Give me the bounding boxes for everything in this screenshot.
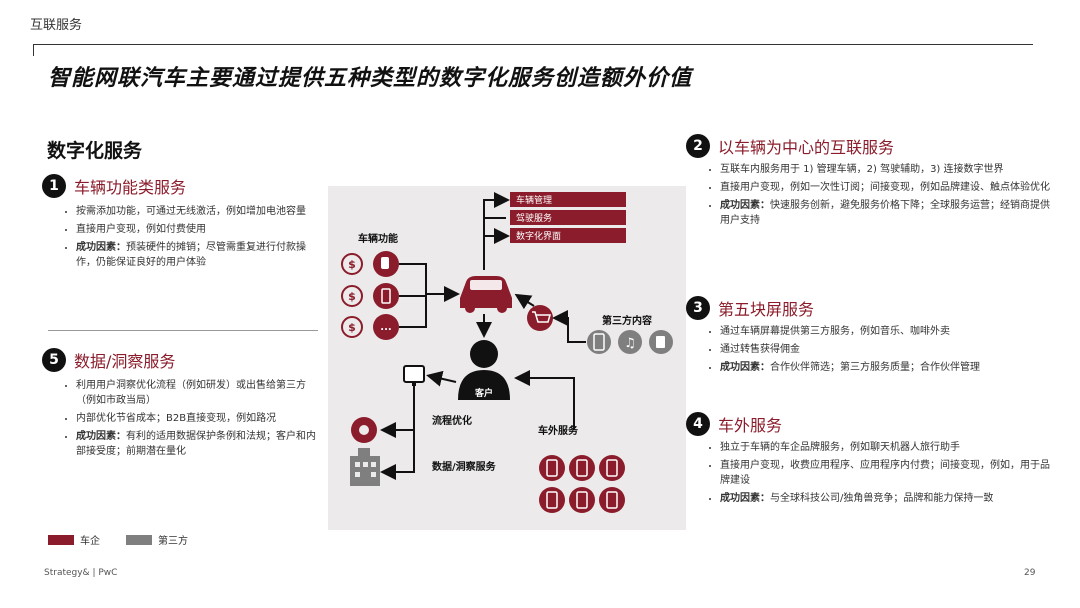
bullet: 互联车内服务用于 1) 管理车辆，2) 驾驶辅助，3) 连接数字世界 — [720, 162, 1050, 177]
dollar-cycle-icon: $ — [341, 253, 363, 275]
section-5: 5 数据/洞察服务 利用用户洞察优化流程（例如研发）或出售给第三方（例如市政当局… — [42, 348, 322, 462]
outside-vehicle-label: 车外服务 — [538, 424, 579, 437]
title-divider-tick — [33, 44, 34, 56]
legend-swatch — [48, 534, 74, 545]
smartphone-icon — [599, 455, 625, 481]
bullet: 成功因素：有利的适用数据保护条例和法规；客户和内部接受度；前期潜在量化 — [76, 429, 322, 459]
menu-item: 数字化界面 — [516, 230, 561, 242]
section-number: 2 — [686, 134, 710, 158]
bullet: 成功因素：与全球科技公司/独角兽竞争；品牌和能力保持一致 — [720, 491, 1050, 506]
section-2: 2 以车辆为中心的互联服务 互联车内服务用于 1) 管理车辆，2) 驾驶辅助，3… — [686, 134, 1050, 231]
success-factor-text: 预装硬件的摊销；尽管需重复进行付款操作，仍能保证良好的用户体验 — [76, 242, 306, 268]
menu-box — [510, 210, 626, 225]
footer-source: Strategy& | PwC — [44, 568, 118, 578]
section-title: 车辆功能类服务 — [74, 178, 187, 197]
bullet: 内部优化节省成本；B2B直接变现，例如路况 — [76, 411, 322, 426]
menu-item: 车辆管理 — [516, 194, 552, 206]
section-title: 以车辆为中心的互联服务 — [718, 138, 895, 157]
bullet: 通过转售获得佣金 — [720, 342, 1050, 357]
smartphone-icon — [539, 487, 565, 513]
svg-text:♫: ♫ — [624, 336, 636, 351]
smartphone-icon — [599, 487, 625, 513]
section-title: 车外服务 — [718, 416, 783, 435]
success-factor-key: 成功因素： — [720, 200, 770, 211]
success-factor-key: 成功因素： — [76, 242, 126, 253]
gear-search-icon — [351, 417, 377, 443]
smartphone-icon — [539, 455, 565, 481]
smartphone-icon — [569, 455, 595, 481]
monitor-icon — [403, 365, 425, 386]
bullet: 成功因素：合作伙伴筛选；第三方服务质量；合作伙伴管理 — [720, 360, 1050, 375]
data-insight-label: 数据/洞察服务 — [432, 460, 497, 473]
svg-text:$: $ — [348, 258, 356, 271]
svg-text:$: $ — [348, 321, 356, 334]
bullet: 直接用户变现，例如付费使用 — [76, 222, 320, 237]
smartphone-icon — [569, 487, 595, 513]
success-factor-text: 与全球科技公司/独角兽竞争；品牌和能力保持一致 — [770, 493, 994, 504]
cart-icon — [527, 305, 553, 331]
dollar-cycle-icon: $ — [341, 316, 363, 338]
bullet: 直接用户变现，收费应用程序、应用程序内付费；间接变现，例如，用于品牌建设 — [720, 458, 1050, 488]
success-factor-key: 成功因素： — [76, 431, 126, 442]
section-4: 4 车外服务 独立于车辆的车企品牌服务，例如聊天机器人旅行助手 直接用户变现，收… — [686, 412, 1050, 509]
section-number: 5 — [42, 348, 66, 372]
services-diagram: $ $ $ ... 车辆功能 车辆管理 驾驶服务 数字化 — [328, 186, 686, 530]
bullet: 成功因素：快速服务创新，避免服务价格下降；全球服务运营；经销商提供用户支持 — [720, 198, 1050, 228]
legend-swatch — [126, 534, 152, 545]
section-number: 4 — [686, 412, 710, 436]
music-icon: ♫ — [618, 330, 642, 354]
section-1: 1 车辆功能类服务 按需添加功能，可通过无线激活，例如增加电池容量 直接用户变现… — [42, 174, 320, 273]
customer-label: 客户 — [474, 387, 493, 399]
bullet: 按需添加功能，可通过无线激活，例如增加电池容量 — [76, 204, 320, 219]
section-tag: 互联服务 — [30, 18, 83, 33]
legend-oem: 车企 — [48, 532, 100, 547]
coffee-cup-icon — [649, 330, 673, 354]
third-party-label: 第三方内容 — [602, 314, 652, 327]
bullet: 独立于车辆的车企品牌服务，例如聊天机器人旅行助手 — [720, 440, 1050, 455]
section-3: 3 第五块屏服务 通过车辆屏幕提供第三方服务，例如音乐、咖啡外卖 通过转售获得佣… — [686, 296, 1050, 378]
menu-box — [510, 228, 626, 243]
menu-box — [510, 192, 626, 207]
process-optimization-label: 流程优化 — [432, 414, 472, 427]
section-number: 1 — [42, 174, 66, 198]
svg-text:$: $ — [348, 290, 356, 303]
car-icon — [460, 276, 512, 313]
section-separator — [48, 330, 318, 331]
sub-heading: 数字化服务 — [47, 140, 143, 162]
battery-icon — [373, 283, 399, 309]
key-fob-icon — [373, 251, 399, 277]
vehicle-functions-label: 车辆功能 — [358, 232, 398, 245]
more-icon: ... — [373, 314, 399, 340]
section-title: 第五块屏服务 — [718, 300, 815, 319]
building-icon — [350, 448, 380, 486]
success-factor-text: 快速服务创新，避免服务价格下降；全球服务运营；经销商提供用户支持 — [720, 200, 1050, 226]
success-factor-key: 成功因素： — [720, 362, 770, 373]
legend-label: 车企 — [80, 536, 100, 547]
svg-text:...: ... — [380, 322, 391, 333]
section-title: 数据/洞察服务 — [74, 352, 176, 371]
bullet: 成功因素：预装硬件的摊销；尽管需重复进行付款操作，仍能保证良好的用户体验 — [76, 240, 320, 270]
person-icon — [458, 340, 510, 400]
bullet: 通过车辆屏幕提供第三方服务，例如音乐、咖啡外卖 — [720, 324, 1050, 339]
legend-third-party: 第三方 — [126, 532, 188, 547]
phone-icon — [587, 330, 611, 354]
bullet: 直接用户变现，例如一次性订阅；间接变现，例如品牌建设、触点体验优化 — [720, 180, 1050, 195]
success-factor-text: 有利的适用数据保护条例和法规；客户和内部接受度；前期潜在量化 — [76, 431, 316, 457]
title-divider — [33, 44, 1033, 45]
dollar-cycle-icon: $ — [341, 285, 363, 307]
page-number: 29 — [1024, 568, 1036, 578]
bullet: 利用用户洞察优化流程（例如研发）或出售给第三方（例如市政当局） — [76, 378, 322, 408]
diagram-canvas: $ $ $ ... 车辆功能 车辆管理 驾驶服务 数字化 — [341, 192, 673, 513]
page-title: 智能网联汽车主要通过提供五种类型的数字化服务创造额外价值 — [48, 66, 693, 91]
menu-item: 驾驶服务 — [516, 212, 552, 224]
success-factor-key: 成功因素： — [720, 493, 770, 504]
section-number: 3 — [686, 296, 710, 320]
legend-label: 第三方 — [158, 536, 188, 547]
success-factor-text: 合作伙伴筛选；第三方服务质量；合作伙伴管理 — [770, 362, 980, 373]
